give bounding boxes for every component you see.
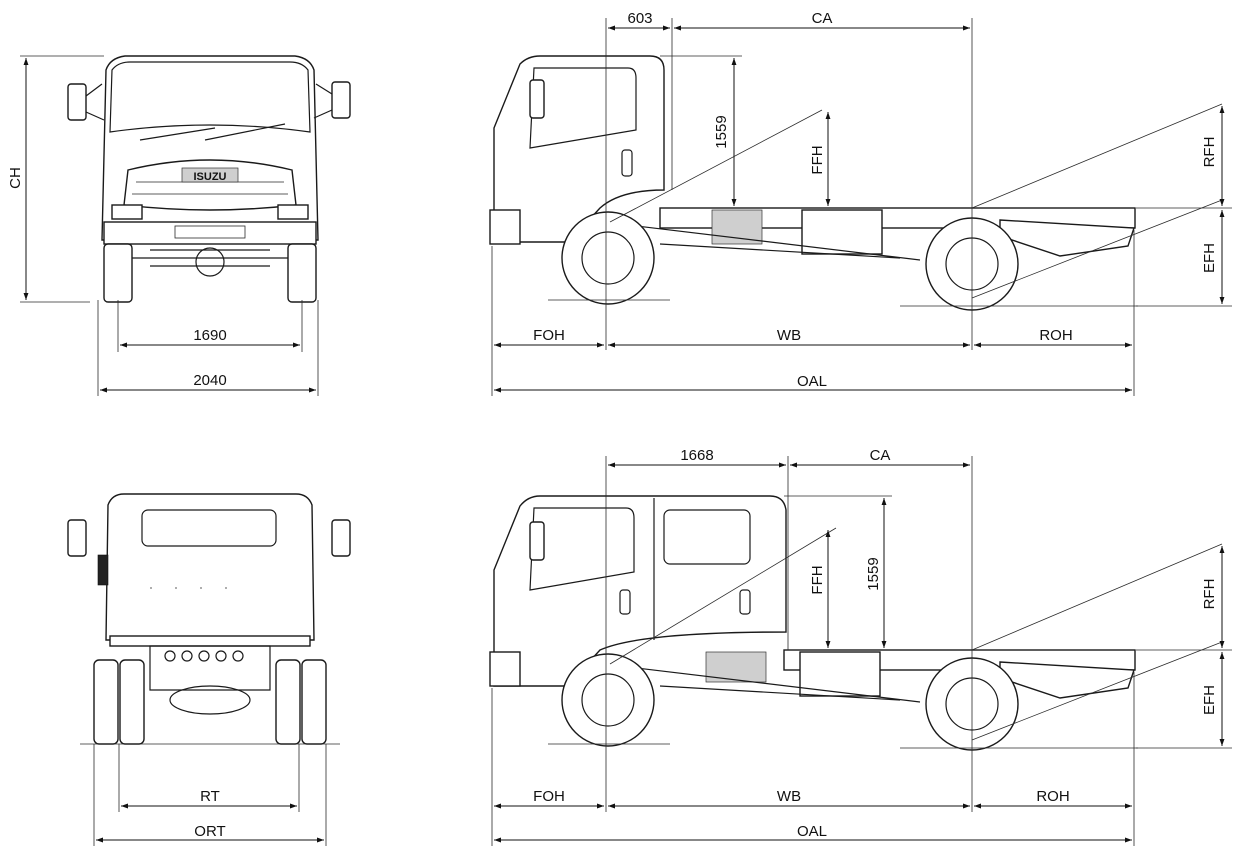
- crew-rear-handle: [739, 589, 751, 615]
- single-battery-box: [711, 209, 763, 245]
- single-efh-label: EFH: [1201, 243, 1218, 273]
- single-driveline: [619, 223, 921, 261]
- single-cab-dimensions: 603 CA 1559 FFH RFH EFH FOH WB ROH OAL: [491, 10, 1232, 396]
- front-right-tyre: [287, 243, 317, 303]
- single-cab-window: [529, 67, 637, 149]
- single-rfh-label: RFH: [1201, 137, 1218, 168]
- front-left-tyre: [103, 243, 133, 303]
- single-cab-mirror: [529, 79, 545, 119]
- rear-right-mirror: [331, 519, 351, 557]
- crew-roh-label: ROH: [1036, 788, 1069, 805]
- rear-outer-left-tyre: [93, 659, 119, 745]
- crew-1668-label: 1668: [680, 447, 713, 464]
- rear-dimensions: RT ORT: [80, 743, 340, 846]
- ch-label: CH: [7, 167, 24, 189]
- front-windshield: [109, 61, 311, 133]
- crew-cab-side-view: [489, 495, 1223, 751]
- right-headlight: [277, 204, 309, 220]
- single-cab-door-handle: [621, 149, 633, 177]
- crew-front-window: [529, 507, 635, 591]
- single-cab-side-view: [489, 55, 1223, 311]
- single-front-bumper: [489, 209, 521, 245]
- rear-diff-housing: [169, 685, 251, 715]
- front-view: ISUZU: [67, 55, 351, 303]
- front-grille: [123, 159, 297, 211]
- front-bumper: [103, 221, 317, 245]
- crew-rfh-label: RFH: [1201, 579, 1218, 610]
- rear-inner-right-tyre: [275, 659, 301, 745]
- crew-efh-label: EFH: [1201, 685, 1218, 715]
- rear-view: [67, 493, 351, 745]
- width-2040-label: 2040: [193, 372, 226, 389]
- single-oal-label: OAL: [797, 373, 827, 390]
- crew-rear-window: [663, 509, 751, 565]
- rear-outer-right-tyre: [301, 659, 327, 745]
- right-mirror: [331, 81, 351, 119]
- single-front-wheel: [561, 211, 655, 305]
- crew-front-handle: [619, 589, 631, 615]
- diff-housing: [195, 247, 225, 277]
- single-ffh-label: FFH: [809, 145, 826, 174]
- single-603-label: 603: [627, 10, 652, 27]
- single-fuel-tank: [801, 209, 883, 255]
- rear-diff-area: [149, 645, 271, 691]
- crew-wb-label: WB: [777, 788, 801, 805]
- rear-crossmember: [109, 635, 311, 647]
- crew-ca-label: CA: [870, 447, 891, 464]
- crew-cab-mirror: [529, 521, 545, 561]
- front-wipers: [139, 123, 286, 141]
- grille-badge-plate: [181, 167, 239, 183]
- crew-1559-label: 1559: [865, 557, 882, 590]
- left-headlight: [111, 204, 143, 220]
- rear-left-mirror: [67, 519, 87, 557]
- left-mirror: [67, 83, 87, 121]
- single-roh-label: ROH: [1039, 327, 1072, 344]
- side-marker: [97, 554, 109, 586]
- crew-cab-dimensions: 1668 CA 1559 FFH RFH EFH FOH WB ROH OAL: [491, 447, 1232, 846]
- rear-inner-left-tyre: [119, 659, 145, 745]
- plate-area: [174, 225, 246, 239]
- crew-front-wheel: [561, 653, 655, 747]
- front-dimensions: CH 1690 2040: [7, 55, 319, 396]
- grille-badge: ISUZU: [194, 171, 227, 183]
- crew-foh-label: FOH: [533, 788, 565, 805]
- single-wb-label: WB: [777, 327, 801, 344]
- single-1559-label: 1559: [713, 115, 730, 148]
- rt-label: RT: [200, 788, 220, 805]
- ort-label: ORT: [194, 823, 225, 840]
- crew-driveline: [619, 665, 921, 703]
- crew-front-bumper: [489, 651, 521, 687]
- single-foh-label: FOH: [533, 327, 565, 344]
- rear-window: [141, 509, 277, 547]
- crew-oal-label: OAL: [797, 823, 827, 840]
- crew-ffh-label: FFH: [809, 565, 826, 594]
- width-1690-label: 1690: [193, 327, 226, 344]
- rear-cab-body: [105, 493, 315, 641]
- single-ca-label: CA: [812, 10, 833, 27]
- front-axle: [118, 249, 302, 267]
